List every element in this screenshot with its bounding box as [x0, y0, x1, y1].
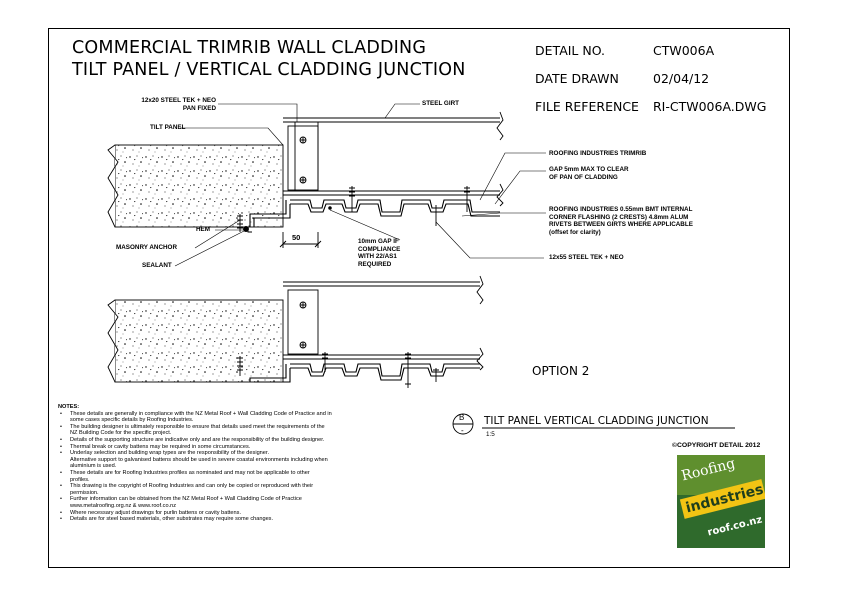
date-drawn-label: DATE DRAWN: [535, 71, 619, 86]
copyright-text: ©COPYRIGHT DETAIL 2012: [672, 442, 761, 449]
notes-list: These details are generally in complianc…: [58, 411, 430, 523]
dimension-50-label: 50: [292, 233, 301, 242]
note-line: Thermal break or cavity battens may be r…: [70, 443, 251, 450]
option-2-label: OPTION 2: [532, 364, 590, 378]
label-steel-girt: STEEL GIRT: [422, 100, 459, 107]
note-line: This drawing is the copyright of Roofing…: [70, 483, 314, 490]
note-line: aluminium is used.: [70, 463, 117, 470]
note-item: These details are generally in complianc…: [58, 411, 430, 424]
notes-block: NOTES: These details are generally in co…: [58, 404, 430, 523]
drawing-title-line2: TILT PANEL / VERTICAL CLADDING JUNCTION: [72, 60, 466, 80]
note-line: NZ Building Code for the specific projec…: [70, 430, 172, 437]
label-steel-tek-55: 12x55 STEEL TEK + NEO: [549, 254, 624, 261]
note-line: The building designer is ultimately resp…: [70, 423, 325, 430]
drawing-border: [48, 28, 790, 568]
notes-heading: NOTES:: [58, 404, 80, 410]
label-trimrib: ROOFING INDUSTRIES TRIMRIB: [549, 150, 647, 157]
callout-title: TILT PANEL VERTICAL CLADDING JUNCTION: [484, 415, 709, 427]
callout-letter: B: [459, 413, 465, 422]
note-line: permission.: [70, 489, 99, 496]
detail-no-label: DETAIL NO.: [535, 43, 606, 58]
date-drawn-value: 02/04/12: [653, 71, 710, 86]
file-reference-label: FILE REFERENCE: [535, 99, 639, 114]
note-line: Alternative support to galvanised batten…: [70, 456, 328, 463]
roofing-industries-logo: Roofing industries roof.co.nz: [677, 455, 765, 548]
note-item: Details of the supporting structure are …: [58, 437, 430, 444]
note-item: These details are for Roofing Industries…: [58, 470, 430, 483]
note-item: This drawing is the copyright of Roofing…: [58, 483, 430, 496]
note-line: Where necessary adjust drawings for purl…: [70, 509, 242, 516]
detail-no-value: CTW006A: [653, 43, 715, 58]
note-item: Underlay selection and building wrap typ…: [58, 450, 430, 470]
tilt-panel-lower: [114, 299, 284, 383]
note-line: These details are generally in complianc…: [70, 410, 332, 417]
detail-callout-symbol: [452, 413, 735, 435]
dimension-50: [282, 232, 319, 248]
note-item: Thermal break or cavity battens may be r…: [58, 444, 430, 451]
callout-scale: 1:5: [486, 431, 495, 438]
label-hem: HEM: [196, 226, 210, 233]
note-item: The building designer is ultimately resp…: [58, 424, 430, 437]
steel-girt-lower: [283, 281, 480, 360]
note-line: www.metalroofing.org.nz & www.roof.co.nz: [70, 502, 177, 509]
note-item: Details are for steel based materials, o…: [58, 516, 430, 523]
note-line: some cases specific details by Roofing I…: [70, 417, 194, 424]
file-reference-value: RI-CTW006A.DWG: [653, 99, 767, 114]
leader-lines-upper: [174, 103, 546, 267]
note-item: Further information can be obtained from…: [58, 496, 430, 509]
note-line: Details are for steel based materials, o…: [70, 516, 274, 523]
label-sealant: SEALANT: [142, 262, 172, 269]
callout-dash: -: [461, 426, 464, 435]
label-tilt-panel: TILT PANEL: [150, 124, 186, 131]
trimrib-profile-lower: [290, 363, 480, 377]
label-masonry-anchor: MASONRY ANCHOR: [116, 244, 177, 251]
upper-detail: [107, 111, 504, 248]
note-line: profiles.: [70, 476, 90, 483]
lower-detail: [107, 275, 484, 388]
steel-girt-upper: [283, 117, 500, 196]
tilt-panel-upper: [114, 144, 284, 228]
note-line: These details are for Roofing Industries…: [70, 469, 310, 476]
note-line: Further information can be obtained from…: [70, 496, 302, 503]
trimrib-profile-upper: [290, 199, 500, 213]
drawing-title-line1: COMMERCIAL TRIMRIB WALL CLADDING: [72, 38, 427, 58]
corner-flashing-lower: [249, 364, 287, 382]
note-line: Details of the supporting structure are …: [70, 436, 325, 443]
note-line: Underlay selection and building wrap typ…: [70, 450, 270, 457]
note-item: Where necessary adjust drawings for purl…: [58, 510, 430, 517]
corner-flashing-upper: [249, 200, 287, 227]
